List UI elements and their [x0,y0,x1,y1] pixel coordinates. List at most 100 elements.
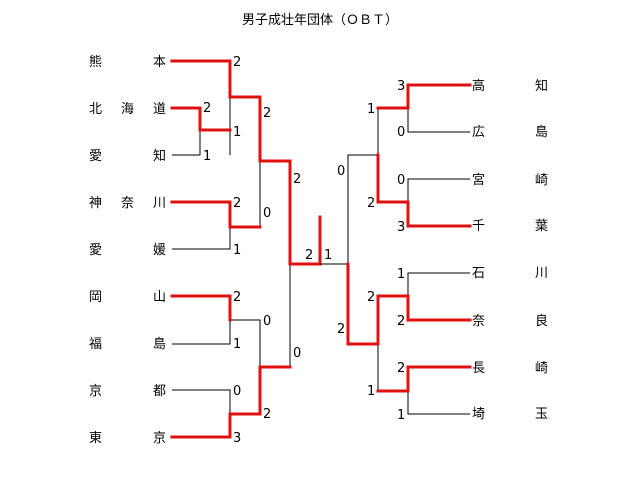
right-bracket-lines [320,83,472,415]
bracket-line [172,227,231,250]
winner-line [170,106,232,132]
score: 3 [397,220,405,235]
team-kochi: 高 知 [472,78,548,94]
team-char: 媛 [153,243,166,258]
score: 2 [397,314,405,329]
team-char: 山 [153,290,166,305]
score: 2 [233,55,241,70]
score: 1 [203,149,211,164]
score: 1 [367,102,375,117]
score: 2 [367,196,375,211]
team-tokyo: 東 京 [89,430,166,446]
team-char: 島 [535,125,548,140]
team-fukushima: 福 島 [89,337,166,352]
team-char: 奈 [472,314,485,329]
team-char: 道 [153,102,166,117]
score: 0 [263,206,271,221]
team-char: 神 [89,196,102,211]
team-char: 崎 [535,173,548,188]
team-miyazaki: 宮 崎 [472,172,548,188]
team-char: 奈 [121,196,134,211]
score: 1 [233,243,241,258]
team-char: 熊 [89,54,102,70]
team-char: 知 [153,148,166,164]
score: 3 [233,431,241,446]
score: 1 [397,267,405,282]
bracket-line [172,130,201,156]
team-char: 長 [472,361,485,376]
right-team-list: 高 知 広 島 宮 崎 千 葉 石 川 奈 良 長 崎 埼 玉 [472,78,548,422]
team-char: 島 [153,337,166,352]
team-ehime: 愛 媛 [89,243,166,258]
bracket-line [172,389,231,414]
score: 3 [397,79,405,94]
team-char: 海 [121,102,134,117]
team-char: 愛 [89,243,102,258]
team-char: 玉 [535,407,548,422]
score: 1 [367,384,375,399]
team-okayama: 岡 山 [89,290,166,305]
team-char: 宮 [472,172,485,188]
score: 2 [263,106,271,121]
bracket-line [172,319,261,367]
score: 2 [397,361,405,376]
team-char: 京 [89,384,102,399]
winner-line [376,153,472,228]
team-char: 北 [89,102,102,117]
team-char: 本 [153,55,166,70]
team-char: 高 [472,78,485,94]
team-hiroshima: 広 島 [472,125,548,140]
bracket-line [407,178,470,226]
score: 1 [233,125,241,140]
team-char: 東 [89,430,102,446]
score: 0 [233,384,241,399]
left-team-list: 熊 本 北 海 道 愛 知 神 奈 川 愛 媛 岡 山 福 島 京 [89,54,166,446]
score: 1 [397,408,405,423]
team-nagasaki: 長 崎 [472,361,548,376]
team-char: 川 [535,266,548,281]
team-chiba: 千 葉 [472,219,548,234]
team-saitama: 埼 玉 [472,407,548,422]
score: 0 [397,125,405,140]
team-char: 広 [472,125,485,140]
team-char: 岡 [89,290,102,305]
winner-line [170,59,322,266]
team-char: 葉 [535,219,548,234]
winner-line [376,365,472,393]
score: 2 [263,407,271,422]
team-char: 埼 [472,407,485,422]
team-kyoto: 京 都 [89,384,166,399]
winner-line [346,262,472,346]
bracket-line [407,85,470,133]
team-char: 愛 [89,149,102,164]
winner-line [170,294,232,322]
bracket-line [320,108,379,265]
team-hokkaido: 北 海 道 [89,102,166,117]
score: 2 [233,196,241,211]
score: 2 [367,290,375,305]
bracket-line [407,272,470,296]
team-char: 石 [472,266,485,281]
team-char: 都 [153,384,166,399]
left-bracket-lines [170,59,322,439]
left-scores: 2 2 1 1 2 2 0 1 2 2 0 1 0 0 2 3 2 1 [203,55,332,446]
score: 2 [337,322,345,337]
bracket-line [407,367,470,415]
team-char: 京 [153,431,166,446]
score: 2 [203,101,211,116]
team-kanagawa: 神 奈 川 [89,196,166,211]
team-aichi: 愛 知 [89,148,166,164]
team-char: 良 [535,313,548,329]
team-nara: 奈 良 [472,313,548,329]
team-char: 崎 [535,361,548,376]
team-char: 福 [89,337,102,352]
team-char: 千 [472,219,485,234]
winner-line [376,83,472,110]
winner-line [170,365,292,439]
team-kumamoto: 熊 本 [89,54,166,70]
score: 0 [337,164,345,179]
bracket-title: 男子成壮年団体（ＯＢＴ） [242,13,398,28]
team-ishikawa: 石 川 [472,266,548,281]
final-score-right: 1 [324,248,332,263]
